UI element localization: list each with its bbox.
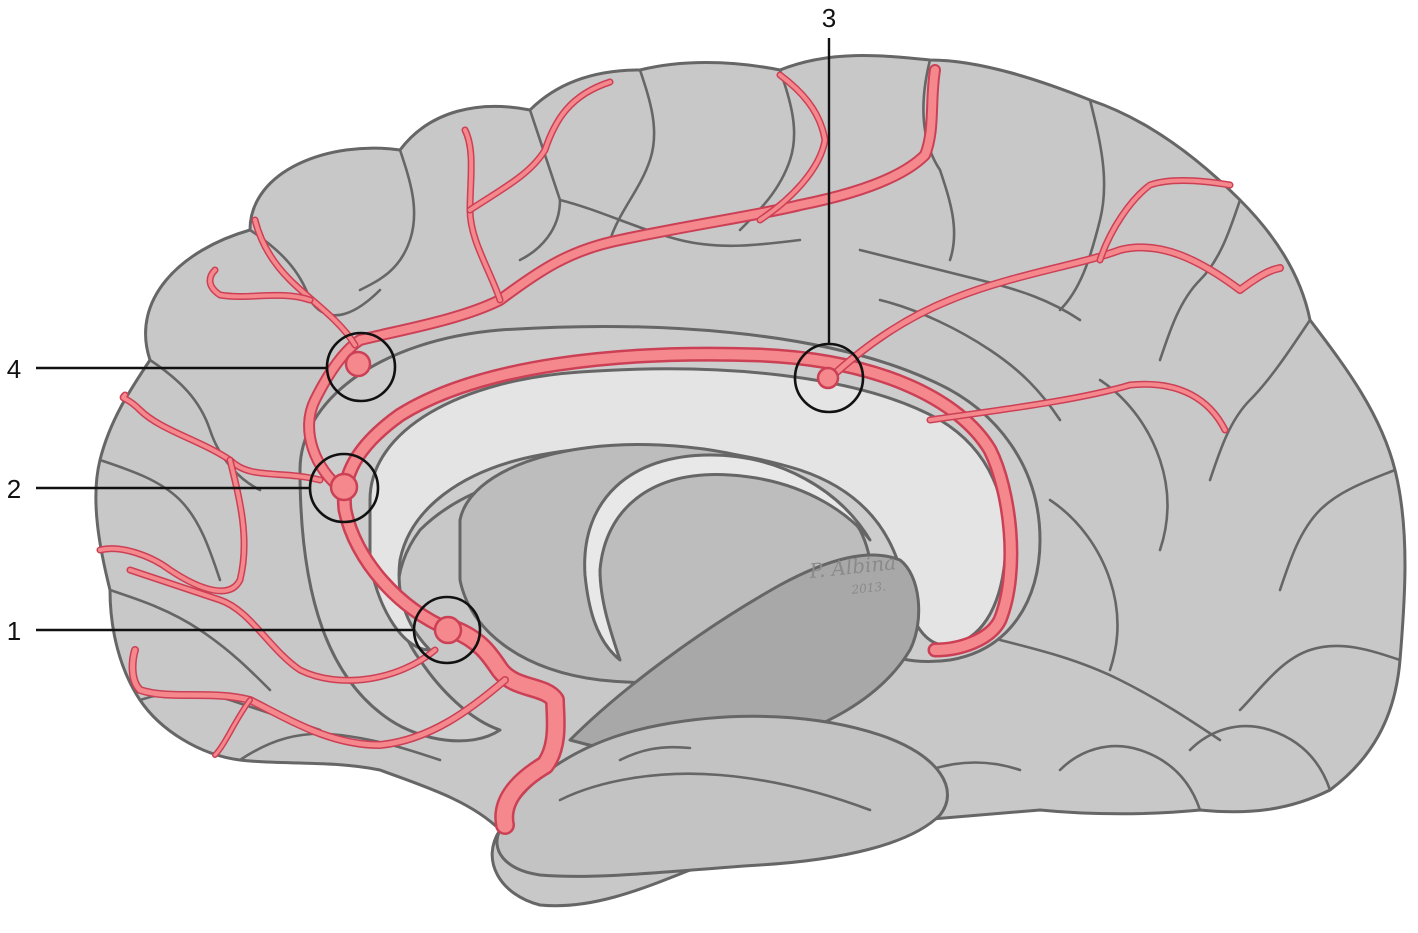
- temporal-lobe: [495, 714, 949, 878]
- callout-2: 2: [7, 452, 380, 524]
- callout-label-1: 1: [7, 616, 21, 646]
- callout-label-2: 2: [7, 474, 21, 504]
- callout-3: 3: [793, 3, 865, 414]
- cortical-sulci: [98, 58, 1402, 872]
- anterior-cerebral-artery-tree: [96, 64, 1284, 835]
- callout-4: 4: [7, 331, 397, 403]
- signature-year: 2013.: [850, 579, 887, 597]
- callout-label-4: 4: [7, 354, 21, 384]
- callout-1: 1: [7, 595, 482, 665]
- fornix: [583, 453, 872, 662]
- callout-label-3: 3: [822, 3, 836, 33]
